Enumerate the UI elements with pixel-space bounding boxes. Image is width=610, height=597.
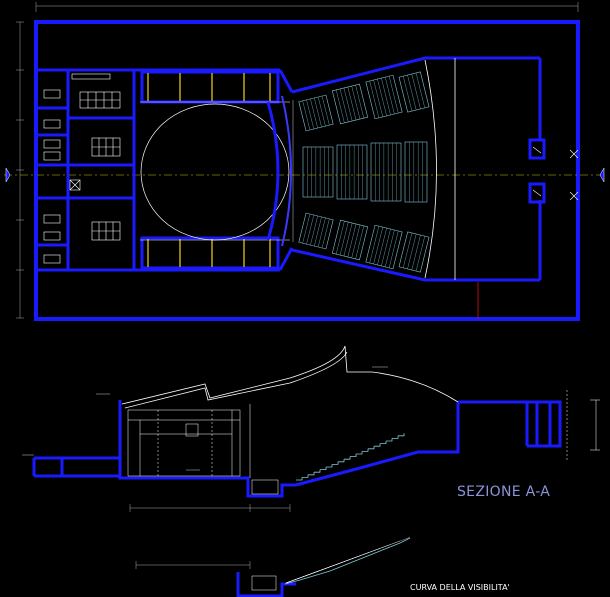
seat-row-icon [398,231,430,273]
rake-step [350,454,357,457]
seat-row-icon [298,94,334,132]
section-marker-icon [5,167,605,183]
section-seating-rake [296,433,405,481]
fly-tower [127,409,241,477]
section-right-ticks [566,390,600,460]
outer-perimeter-wall [34,20,580,321]
section-title: SEZIONE A-A [457,484,550,500]
left-dimension [16,21,24,319]
seat-row-icon [398,71,430,113]
visibility-dimension [135,561,251,569]
sight-lines [285,537,411,584]
rake-step [326,464,333,468]
rake-step [368,446,375,450]
seat-row-icon [331,219,369,261]
visibility-pit-box [251,575,277,591]
rake-step [332,461,339,465]
foyer-partition [424,58,456,280]
seat-row-icon [365,224,403,270]
stage-side-rooms [147,73,271,267]
rake-step [380,441,387,444]
service-block [34,68,136,272]
rake-step [344,456,351,460]
rake-step [314,469,321,473]
rake-step [296,477,303,481]
rake-step [392,435,399,439]
sight-line [285,537,411,584]
seat-row-icon [336,144,368,200]
seat-row-icon [370,142,402,202]
dressing-room-furniture [43,73,121,264]
rake-step [374,443,381,447]
visibility-curve-view [135,537,411,597]
section-view [22,345,600,512]
seating-blocks [298,71,430,273]
rake-step [362,448,369,452]
rake-step [398,433,405,437]
rake-step [386,438,393,442]
seat-row-icon [302,146,334,198]
plan-view [4,2,606,321]
proscenium [266,95,294,247]
entrance-vestibule [528,138,546,204]
seat-row-icon [331,83,369,125]
auditorium-walls [291,56,542,282]
section-walls [32,400,562,498]
rake-step [302,474,309,478]
entrance-doors [532,146,579,201]
rake-step [338,459,345,463]
section-dimensions [129,504,291,512]
seat-row-icon [404,141,428,203]
level-markers [22,366,388,471]
visibility-rake [284,537,411,585]
top-dimension [35,2,579,12]
seat-row-icon [298,212,334,250]
rake-step [356,451,363,455]
visibility-pit [236,572,296,597]
orchestra-pit [251,479,279,495]
rake-step [320,467,327,470]
stage-block [134,68,294,272]
section-roof [121,345,459,409]
stage-disc [140,101,290,241]
visibility-title: CURVA DELLA VISIBILITA' [410,583,510,592]
seat-row-icon [365,74,403,120]
rake-step [308,472,315,476]
